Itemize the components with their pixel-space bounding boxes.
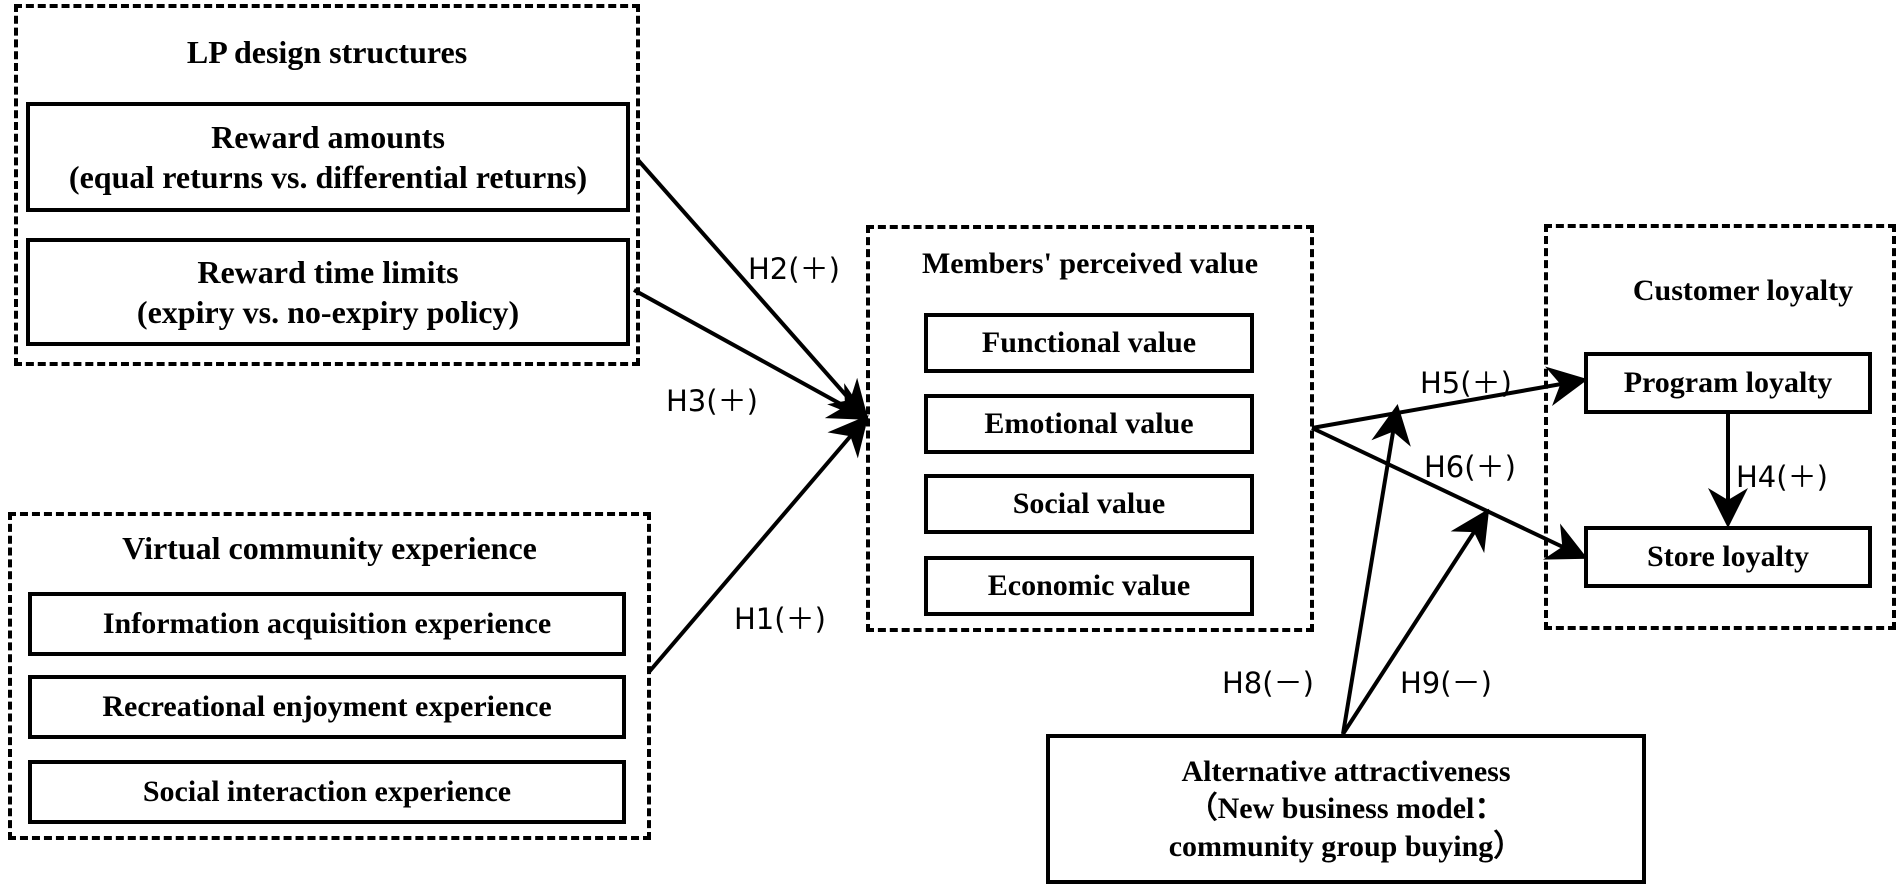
virtual-community-title: Virtual community experience — [122, 530, 537, 566]
alternative-attractiveness-label: Alternative attractiveness — [1181, 754, 1511, 788]
program-loyalty-box: Program loyalty — [1584, 352, 1872, 414]
information-acquisition-box: Information acquisition experience — [28, 592, 626, 656]
social-interaction-box: Social interaction experience — [28, 760, 626, 824]
economic-value-box: Economic value — [924, 556, 1254, 616]
hypothesis-label-h9: H9(－) — [1400, 666, 1492, 700]
hypothesis-label-h2: H2(＋) — [748, 252, 840, 286]
hypothesis-label-h3: H3(＋) — [666, 384, 758, 418]
emotional-value-box: Emotional value — [924, 394, 1254, 454]
reward-time-label: Reward time limits — [197, 254, 459, 290]
reward-time-detail: (expiry vs. no-expiry policy) — [136, 294, 520, 330]
hypothesis-label-h6: H6(＋) — [1424, 450, 1516, 484]
store-loyalty-box: Store loyalty — [1584, 526, 1872, 588]
arrow-h3 — [633, 288, 870, 420]
reward-amounts-box: Reward amounts (equal returns vs. differ… — [26, 102, 630, 212]
hypothesis-label-h8: H8(－) — [1222, 666, 1314, 700]
customer-loyalty-title: Customer loyalty — [1632, 274, 1854, 307]
social-value-box: Social value — [924, 474, 1254, 534]
perceived-value-title: Members' perceived value — [921, 247, 1259, 280]
hypothesis-label-h4: H4(＋) — [1736, 460, 1828, 494]
arrow-h1 — [647, 414, 869, 674]
virtual-community-group — [8, 512, 651, 840]
alternative-attractiveness-detail-2: community group buying） — [1168, 829, 1524, 863]
arrow-h6 — [1311, 426, 1588, 560]
arrow-h8 — [1341, 404, 1411, 735]
reward-time-box: Reward time limits (expiry vs. no-expiry… — [26, 238, 630, 346]
functional-value-box: Functional value — [924, 313, 1254, 373]
reward-amounts-detail: (equal returns vs. differential returns) — [68, 159, 588, 195]
arrow-h9 — [1341, 508, 1490, 736]
arrow-h2 — [636, 158, 869, 421]
recreational-enjoyment-box: Recreational enjoyment experience — [28, 675, 626, 739]
lp-design-title: LP design structures — [186, 34, 468, 70]
lp-design-group — [14, 4, 640, 366]
reward-amounts-label: Reward amounts — [211, 119, 445, 155]
hypothesis-label-h1: H1(＋) — [734, 602, 826, 636]
hypothesis-label-h5: H5(＋) — [1420, 366, 1512, 400]
customer-loyalty-group — [1544, 224, 1896, 630]
arrow-h5 — [1311, 366, 1588, 430]
alternative-attractiveness-detail-1: （New business model： — [1187, 792, 1505, 826]
alternative-attractiveness-box: Alternative attractiveness （New business… — [1046, 734, 1646, 884]
perceived-value-group — [866, 225, 1314, 632]
